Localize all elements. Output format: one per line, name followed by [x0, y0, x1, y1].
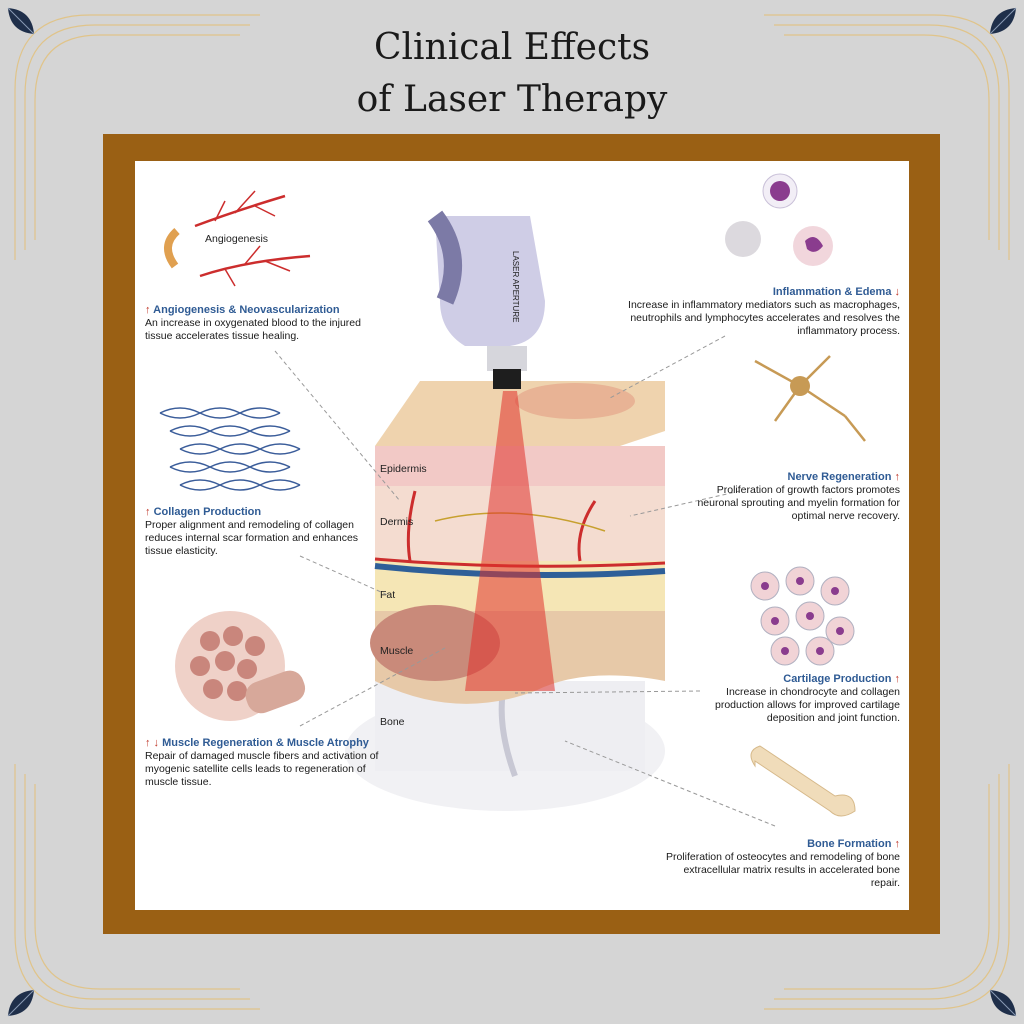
effect-description: Proliferation of growth factors promotes…	[697, 484, 900, 522]
effect-description: Proliferation of osteocytes and remodeli…	[665, 851, 900, 889]
effect-angiogenesis: ↑ Angiogenesis & Neovascularization An i…	[145, 304, 370, 343]
title-line-1: Clinical Effects	[373, 27, 651, 68]
diagram-panel: Angiogenesis LASER APERTURE Epidermis De…	[135, 161, 909, 910]
layer-label-epidermis: Epidermis	[380, 463, 427, 475]
up-down-arrow-icon: ↑ ↓	[145, 737, 160, 749]
effect-heading: Collagen Production	[153, 506, 262, 518]
effect-collagen: ↑ Collagen Production Proper alignment a…	[145, 506, 365, 558]
effect-heading: Nerve Regeneration	[787, 471, 892, 483]
effect-description: An increase in oxygenated blood to the i…	[145, 317, 361, 342]
effect-inflammation: Inflammation & Edema ↓ Increase in infla…	[590, 286, 900, 338]
up-arrow-icon: ↑	[145, 304, 151, 316]
layer-label-muscle: Muscle	[380, 645, 414, 657]
leaf-ornament-icon	[7, 989, 35, 1017]
title-line-2: of Laser Therapy	[356, 79, 668, 120]
effect-heading: Cartilage Production	[783, 673, 892, 685]
effect-heading: Muscle Regeneration & Muscle Atrophy	[162, 737, 369, 749]
effect-cartilage: Cartilage Production ↑ Increase in chond…	[675, 673, 900, 725]
effect-heading: Inflammation & Edema	[772, 286, 892, 298]
up-arrow-icon: ↑	[145, 506, 151, 518]
effect-bone: Bone Formation ↑ Proliferation of osteoc…	[655, 838, 900, 890]
layer-label-dermis: Dermis	[380, 516, 414, 528]
up-arrow-icon: ↑	[894, 838, 901, 850]
effect-heading: Bone Formation	[807, 838, 892, 850]
up-arrow-icon: ↑	[894, 673, 901, 685]
effect-muscle: ↑ ↓ Muscle Regeneration & Muscle Atrophy…	[145, 737, 380, 789]
effect-description: Repair of damaged muscle fibers and acti…	[145, 750, 379, 788]
tissue-cross-section	[159, 173, 866, 827]
up-arrow-icon: ↑	[894, 471, 901, 483]
angiogenesis-label: Angiogenesis	[205, 233, 269, 245]
leaf-ornament-icon	[989, 7, 1017, 35]
laser-device-label: LASER APERTURE	[511, 251, 520, 323]
leaf-ornament-icon	[989, 989, 1017, 1017]
effect-heading: Angiogenesis & Neovascularization	[153, 304, 340, 316]
layer-label-bone: Bone	[380, 716, 405, 728]
layer-label-fat: Fat	[380, 589, 396, 601]
effect-nerve: Nerve Regeneration ↑ Proliferation of gr…	[695, 471, 900, 523]
effect-description: Proper alignment and remodeling of colla…	[145, 519, 359, 557]
effect-description: Increase in inflammatory mediators such …	[628, 299, 900, 337]
down-arrow-icon: ↓	[894, 286, 901, 298]
effect-description: Increase in chondrocyte and collagen pro…	[714, 686, 900, 724]
leaf-ornament-icon	[7, 7, 35, 35]
